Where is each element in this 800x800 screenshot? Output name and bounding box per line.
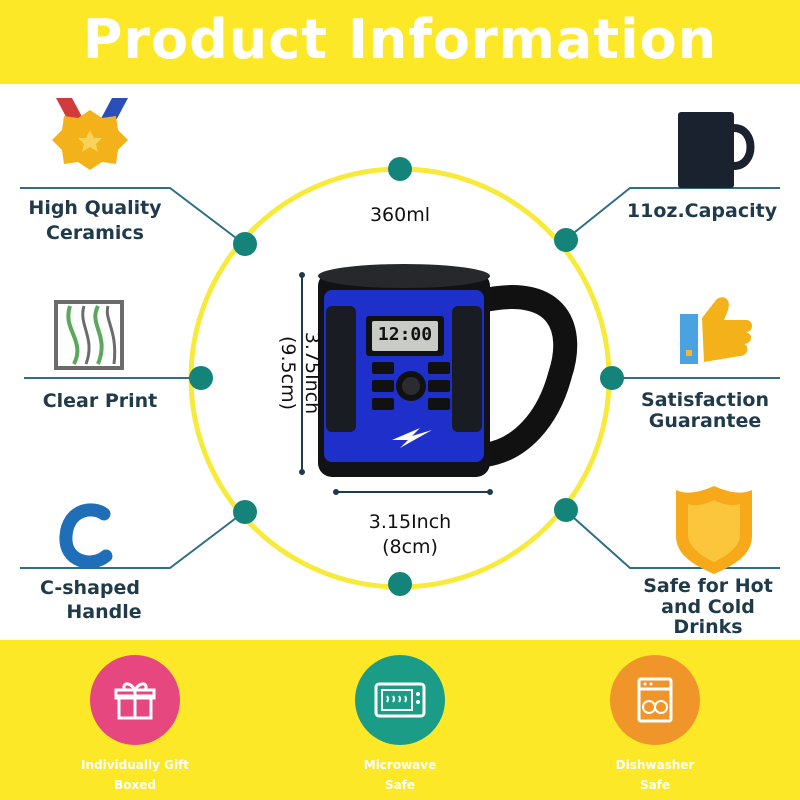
mug-knob-center xyxy=(402,377,420,395)
shield-icon xyxy=(676,486,752,574)
header-banner: Product Information xyxy=(0,0,800,84)
mug-right-grip xyxy=(452,306,482,432)
width-label-cm: (8cm) xyxy=(382,536,438,558)
ring-dot-upper-right xyxy=(554,228,578,252)
feature-high-quality-line2: Ceramics xyxy=(46,222,144,244)
width-line-end-right xyxy=(487,489,493,495)
mug-screen xyxy=(372,321,438,351)
dishwasher-icon xyxy=(637,677,673,723)
mug-handle xyxy=(473,285,578,467)
gift-box-label-line2: Boxed xyxy=(114,778,156,792)
thumbs-up-icon xyxy=(680,297,752,364)
microwave-label-line2: Safe xyxy=(384,778,416,792)
lightning-bolt-icon xyxy=(392,428,432,448)
feature-c-shaped-line2: Handle xyxy=(66,601,142,623)
feature-safe-hot-cold-line3: Drinks xyxy=(673,616,743,638)
ring-dot-top xyxy=(388,157,412,181)
page-title: Product Information xyxy=(82,8,718,71)
wood-grain-icon xyxy=(54,300,124,370)
feature-safe-hot-cold-line1: Safe for Hot xyxy=(643,575,773,597)
mug-icon xyxy=(678,112,755,188)
capacity-label: 360ml xyxy=(369,204,431,226)
feature-satisfaction-line2: Guarantee xyxy=(648,410,762,432)
ring-dot-lower-left xyxy=(233,500,257,524)
microwave-label-line1: Microwave xyxy=(363,758,437,772)
connector-line-left-bottom xyxy=(20,511,245,569)
mug-rim xyxy=(318,264,490,288)
left-feature-icons xyxy=(52,98,128,569)
mug-buttons xyxy=(372,362,450,410)
feature-capacity: 11oz.Capacity xyxy=(626,200,778,222)
gift-box-label-line1: Individually Gift xyxy=(80,758,190,772)
ring-dot-upper-left xyxy=(233,232,257,256)
letter-c-icon xyxy=(59,503,113,569)
gift-box-icon xyxy=(114,682,156,720)
feature-c-shaped-line1: C-shaped xyxy=(39,577,140,599)
feature-high-quality-line1: High Quality xyxy=(28,197,162,219)
dishwasher-label-line2: Safe xyxy=(639,778,671,792)
medal-icon xyxy=(52,98,128,170)
feature-clear-print: Clear Print xyxy=(42,390,158,412)
dishwasher-label-line1: Dishwasher xyxy=(615,758,695,772)
feature-safe-hot-cold-line2: and Cold xyxy=(661,596,755,618)
dishwasher-badge xyxy=(610,655,700,745)
microwave-icon xyxy=(374,682,426,718)
ring-dot-lower-right xyxy=(554,498,578,522)
mug-display-time: 12:00 xyxy=(377,324,433,345)
diagram-overlay xyxy=(20,157,780,596)
connector-line-left-top xyxy=(20,187,245,245)
height-line-end-top xyxy=(299,272,305,278)
gift-box-badge xyxy=(90,655,180,745)
ring-dot-left xyxy=(189,366,213,390)
ring-dot-right xyxy=(600,366,624,390)
feature-satisfaction-line1: Satisfaction xyxy=(641,389,769,411)
mug-illustration xyxy=(318,264,578,477)
ring-dot-bottom xyxy=(388,572,412,596)
width-label-inches: 3.15Inch xyxy=(368,511,452,533)
mug-left-grip xyxy=(326,306,356,432)
connector-line-right-bottom xyxy=(564,509,780,569)
microwave-badge xyxy=(355,655,445,745)
right-feature-icons xyxy=(676,112,755,574)
width-line-end-left xyxy=(333,489,339,495)
height-line-end-bottom xyxy=(299,469,305,475)
